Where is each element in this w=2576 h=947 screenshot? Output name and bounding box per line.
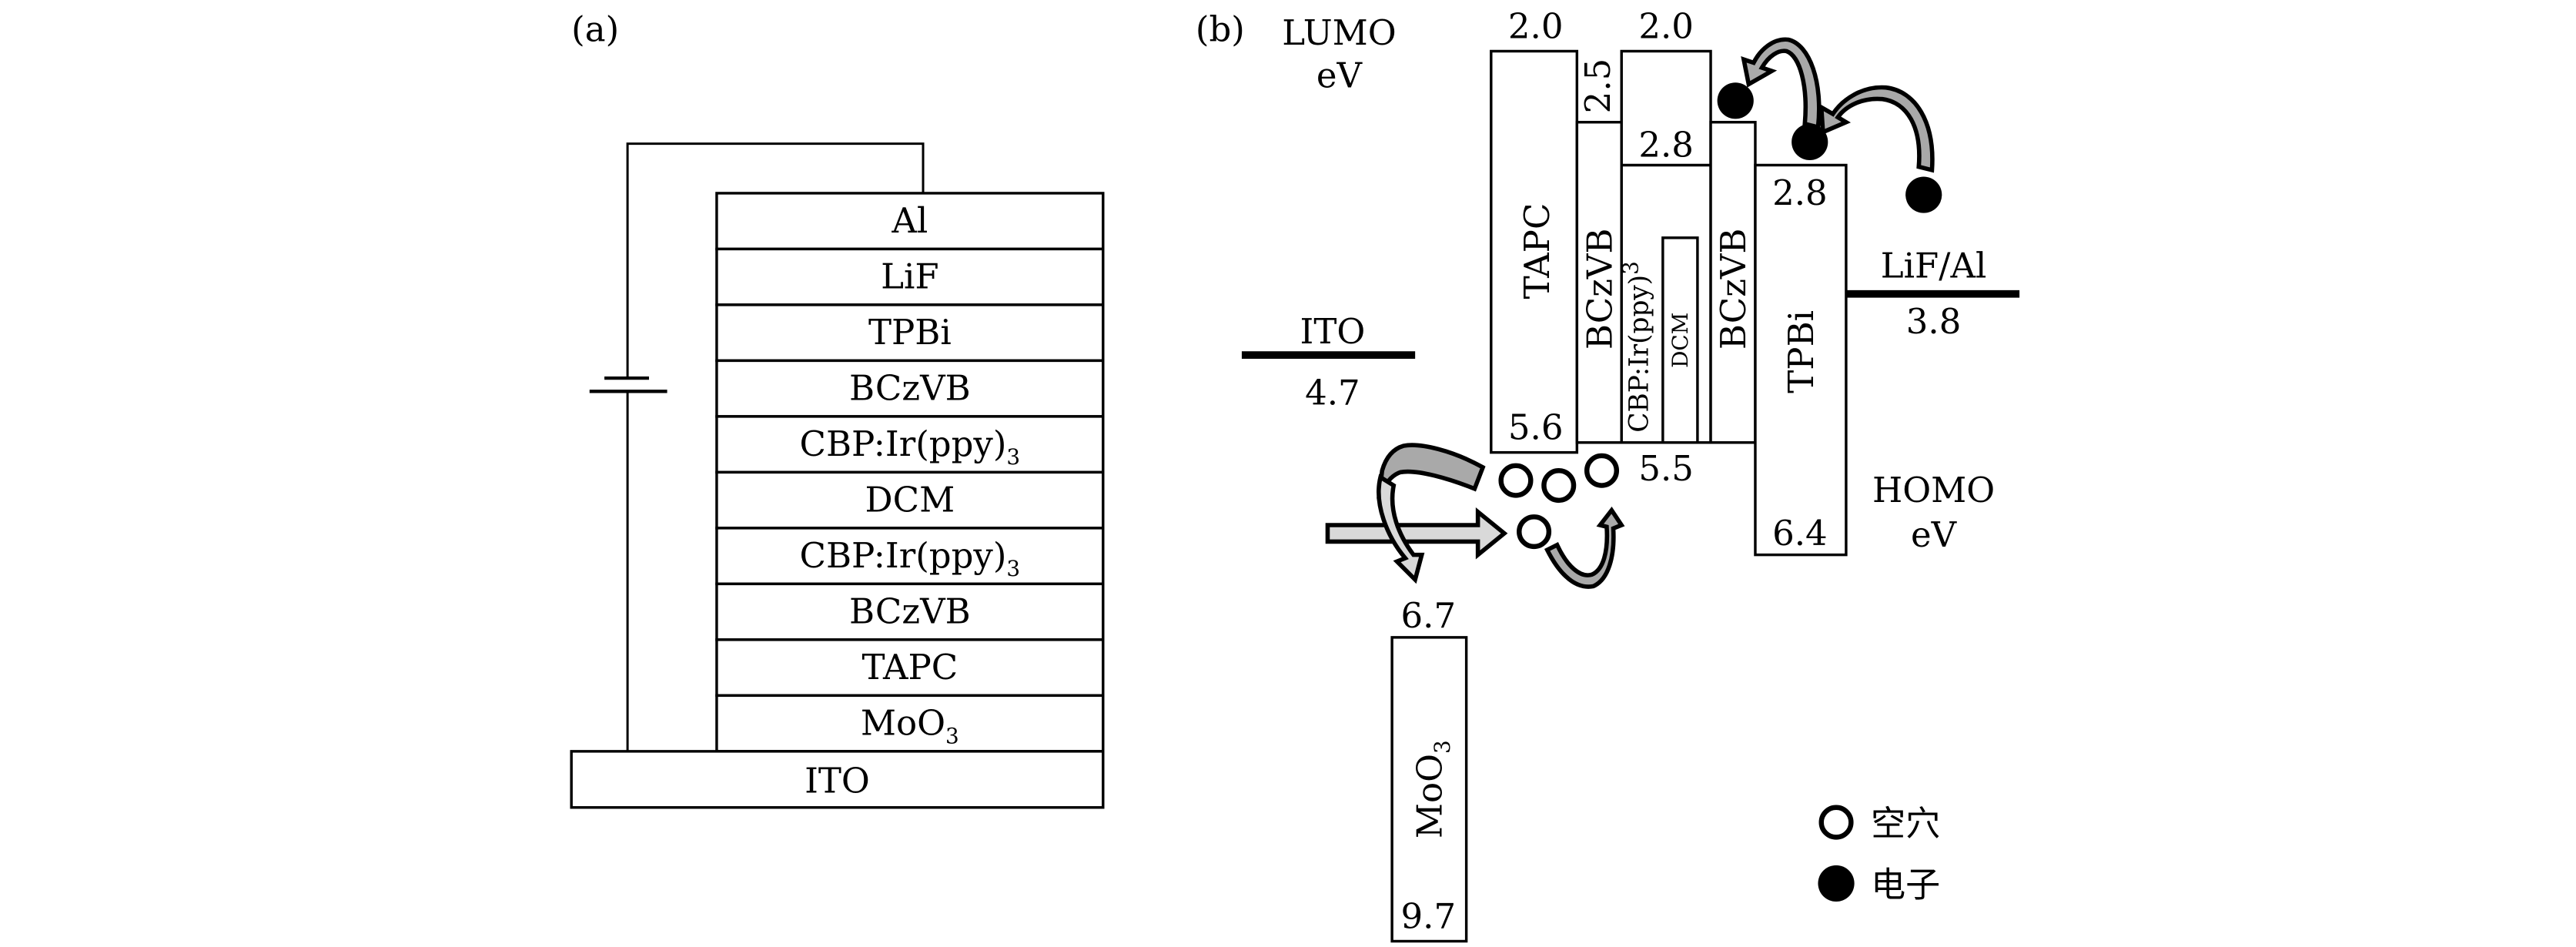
tapc-lumo-value: 2.0 [1508, 5, 1564, 46]
tpbi-homo-value: 6.4 [1772, 513, 1828, 554]
tapc-band [1490, 49, 1579, 454]
tpbi-band [1754, 163, 1848, 557]
tapc-band-label: TAPC [1517, 203, 1557, 299]
tapc-homo-value: 5.6 [1508, 407, 1564, 447]
homo-title: HOMO [1872, 470, 1995, 510]
stack-layer [715, 303, 1105, 363]
dcm-band [1661, 236, 1699, 444]
device-stack: AlLiFTPBiBCzVBCBP:Ir(ppy)3DCMCBP:Ir(ppy)… [715, 192, 1105, 753]
stack-layer-label: TAPC [861, 647, 958, 688]
bczvb-right-band [1709, 120, 1757, 444]
cbp-outer-lumo-value: 2.0 [1638, 5, 1694, 46]
stack-layer-label: CBP:Ir(ppy)3 [800, 535, 1021, 581]
cbp-homo-value: 5.5 [1638, 448, 1694, 489]
stack-layer-label: MoO3 [861, 703, 959, 749]
panel-a: (a) AlLiFTPBiBCzVBCBP:Ir(ppy)3DCMCBP:Ir(… [570, 9, 1105, 809]
stack-layer [715, 582, 1105, 641]
lif-al-level-label: LiF/Al [1881, 245, 1987, 286]
stack-layer-label: LiF [881, 256, 939, 297]
stack-layer [715, 527, 1105, 586]
electron-hop-arrow-2 [1818, 85, 1935, 173]
bczvb-left-band [1575, 120, 1623, 444]
lumo-unit: eV [1316, 55, 1363, 96]
panel-a-label: (a) [571, 9, 619, 50]
ito-level-label: ITO [1300, 311, 1366, 352]
stack-layer-label: BCzVB [849, 591, 971, 632]
legend: 空穴 电子 [1818, 803, 1940, 905]
hole-return-arrow [1544, 506, 1625, 589]
electron-1 [1717, 82, 1754, 119]
stack-layer [715, 415, 1105, 474]
stack-layer [715, 470, 1105, 530]
moo3-band-label: MoO3 [1409, 740, 1455, 838]
stack-layer-label: DCM [865, 480, 955, 520]
panel-b-label: (b) [1196, 9, 1245, 50]
dcm-band-label: DCM [1668, 313, 1693, 368]
electron-hop-arrow-1 [1741, 37, 1822, 130]
stack-layer-label: CBP:Ir(ppy)3 [800, 423, 1021, 470]
hole-transfer-arrow-light [1377, 474, 1425, 584]
stack-layer-label: Al [891, 200, 928, 241]
bczvb-left-band-label: BCzVB [1579, 228, 1620, 350]
cbp-lumo-value: 2.8 [1638, 125, 1694, 166]
tpbi-lumo-value: 2.8 [1772, 172, 1828, 213]
hole-injection-arrow [1325, 507, 1508, 560]
stack-layer-label: BCzVB [849, 368, 971, 409]
ito-level-value: 4.7 [1305, 372, 1360, 413]
homo-unit: eV [1911, 514, 1958, 555]
hole-4 [1517, 514, 1552, 550]
stack-layer-label: TPBi [868, 312, 952, 353]
moo3-homo-value: 9.7 [1401, 895, 1457, 936]
legend-electron-label: 电子 [1871, 865, 1940, 905]
hole-3 [1584, 453, 1620, 488]
legend-hole-label: 空穴 [1871, 803, 1940, 844]
lumo-title: LUMO [1282, 12, 1396, 53]
electron-2 [1791, 123, 1828, 161]
electron-3 [1905, 176, 1942, 213]
stack-layer [715, 638, 1105, 698]
ito-substrate [570, 750, 1105, 809]
panel-b: (b) LUMO eV HOMO eV ITO 4.7 LiF/Al 3.8 6… [1196, 5, 2020, 943]
lif-al-level-value: 3.8 [1906, 301, 1962, 342]
stack-layer [715, 359, 1105, 418]
cbp-band-label: CBP:Ir(ppy)3 [1618, 261, 1655, 433]
ito-substrate-label: ITO [805, 760, 870, 801]
hole-1 [1498, 463, 1534, 498]
stack-layer [715, 192, 1105, 251]
moo3-lumo-value: 6.7 [1401, 595, 1457, 636]
bczvb-left-lumo-value: 2.5 [1577, 59, 1618, 114]
hole-2 [1541, 468, 1577, 504]
bczvb-right-band-label: BCzVB [1713, 228, 1754, 350]
moo3-band [1390, 636, 1468, 943]
circuit-wire-top [626, 142, 925, 376]
legend-hole-icon [1818, 805, 1854, 840]
legend-electron-icon [1818, 865, 1855, 902]
tpbi-band-label: TPBi [1781, 310, 1822, 393]
stack-layer [715, 694, 1105, 753]
